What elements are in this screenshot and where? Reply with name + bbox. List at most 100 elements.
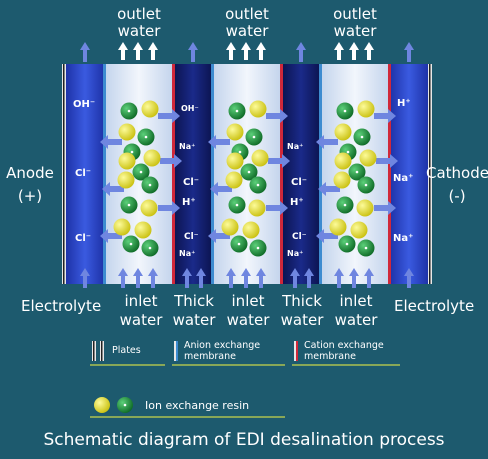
resin-bead-yellow <box>251 149 269 167</box>
side-outlet-arrows <box>80 42 414 62</box>
resin-bead-dot <box>144 135 148 139</box>
resin-bead-yellow <box>221 218 239 236</box>
ion-label: H⁺ <box>397 98 411 109</box>
ion-label: Na⁺ <box>393 233 414 244</box>
resin-bead-yellow <box>333 171 351 189</box>
ion-label: H⁺ <box>290 197 304 208</box>
resin-bead-dot <box>247 170 251 174</box>
ion-label: Na⁺ <box>179 249 196 258</box>
resin-bead-yellow <box>350 221 368 239</box>
cation-membrane <box>388 64 391 284</box>
concentrate-chamber-1 <box>174 64 212 284</box>
membranes <box>103 64 391 284</box>
cation-membrane <box>280 64 283 284</box>
resin-bead-dot <box>235 109 239 113</box>
resin-bead-dot <box>129 242 133 246</box>
anion-membrane <box>211 64 214 284</box>
legend-cation-membrane: Cation exchange membrane <box>304 340 384 362</box>
resin-bead-yellow <box>117 171 135 189</box>
resin-bead-dot <box>148 183 152 187</box>
ion-label: Na⁺ <box>179 142 196 151</box>
ion-label: Cl⁻ <box>291 177 308 188</box>
legend-resin: Ion exchange resin <box>145 399 250 412</box>
cathode-label: Cathode(-) <box>426 164 488 205</box>
ion-label: Na⁺ <box>393 173 414 184</box>
resin-bead-dot <box>139 170 143 174</box>
ion-label: Cl⁻ <box>183 177 200 188</box>
anion-membrane <box>319 64 322 284</box>
resin-bead-yellow <box>329 218 347 236</box>
resin-bead-yellow <box>143 149 161 167</box>
legend-plates: Plates <box>112 345 141 356</box>
ion-label: H⁺ <box>182 197 196 208</box>
ion-label: Na⁺ <box>287 249 304 258</box>
ion-label: OH⁻ <box>73 99 96 110</box>
resin-bead-dot <box>237 242 241 246</box>
ion-label: Cl⁻ <box>292 232 307 242</box>
resin-bead-yellow <box>118 152 136 170</box>
resin-bead-yellow <box>118 123 136 141</box>
resin-bead-dot <box>252 135 256 139</box>
electrolyte-right-label: Electrolyte <box>394 297 475 315</box>
resin-bead-dot <box>346 150 350 154</box>
resin-beads <box>113 100 377 257</box>
legend-anion-membrane: Anion exchange membrane <box>184 340 261 362</box>
resin-bead-dot <box>345 242 349 246</box>
resin-bead-dot <box>238 150 242 154</box>
resin-bead-dot <box>256 246 260 250</box>
resin-bead-yellow <box>357 100 375 118</box>
resin-bead-dot <box>360 135 364 139</box>
resin-bead-dot <box>148 246 152 250</box>
resin-bead-yellow <box>334 123 352 141</box>
resin-bead-dot <box>127 109 131 113</box>
migration-arrows <box>100 109 398 243</box>
anode-label: Anode(+) <box>6 164 54 205</box>
ion-label: Cl⁻ <box>184 232 199 242</box>
ion-label: Cl⁻ <box>75 233 92 244</box>
resin-bead-dot <box>355 170 359 174</box>
legend-graphics <box>90 341 400 418</box>
anode-chamber <box>66 64 104 284</box>
cation-membrane <box>172 64 175 284</box>
resin-bead-yellow <box>249 100 267 118</box>
resin-bead-yellow <box>226 152 244 170</box>
resin-bead-yellow <box>113 218 131 236</box>
cathode-chamber <box>390 64 428 284</box>
ion-label: Na⁺ <box>287 142 304 151</box>
resin-bead-dot <box>127 203 131 207</box>
resin-bead-dot <box>364 246 368 250</box>
resin-bead-yellow <box>226 123 244 141</box>
resin-bead-yellow <box>225 171 243 189</box>
resin-bead-yellow <box>141 100 159 118</box>
resin-bead-yellow <box>134 221 152 239</box>
resin-bead-dot <box>343 203 347 207</box>
inlet-arrows <box>80 268 414 288</box>
resin-bead-dot <box>235 203 239 207</box>
ion-label: Cl⁻ <box>75 168 92 179</box>
ion-label: OH⁻ <box>181 104 199 113</box>
resin-bead-yellow <box>248 199 266 217</box>
resin-bead-dot <box>130 150 134 154</box>
resin-bead-yellow <box>140 199 158 217</box>
resin-bead-yellow <box>242 221 260 239</box>
electrolyte-left-label: Electrolyte <box>21 297 102 315</box>
resin-bead-yellow <box>356 199 374 217</box>
resin-bead-yellow <box>359 149 377 167</box>
diagram-caption: Schematic diagram of EDI desalination pr… <box>43 430 445 450</box>
resin-bead-dot <box>343 109 347 113</box>
resin-bead-dot <box>256 183 260 187</box>
outlet-arrows <box>118 42 374 60</box>
concentrate-chamber-2 <box>282 64 320 284</box>
resin-bead-yellow <box>334 152 352 170</box>
resin-bead-dot <box>364 183 368 187</box>
